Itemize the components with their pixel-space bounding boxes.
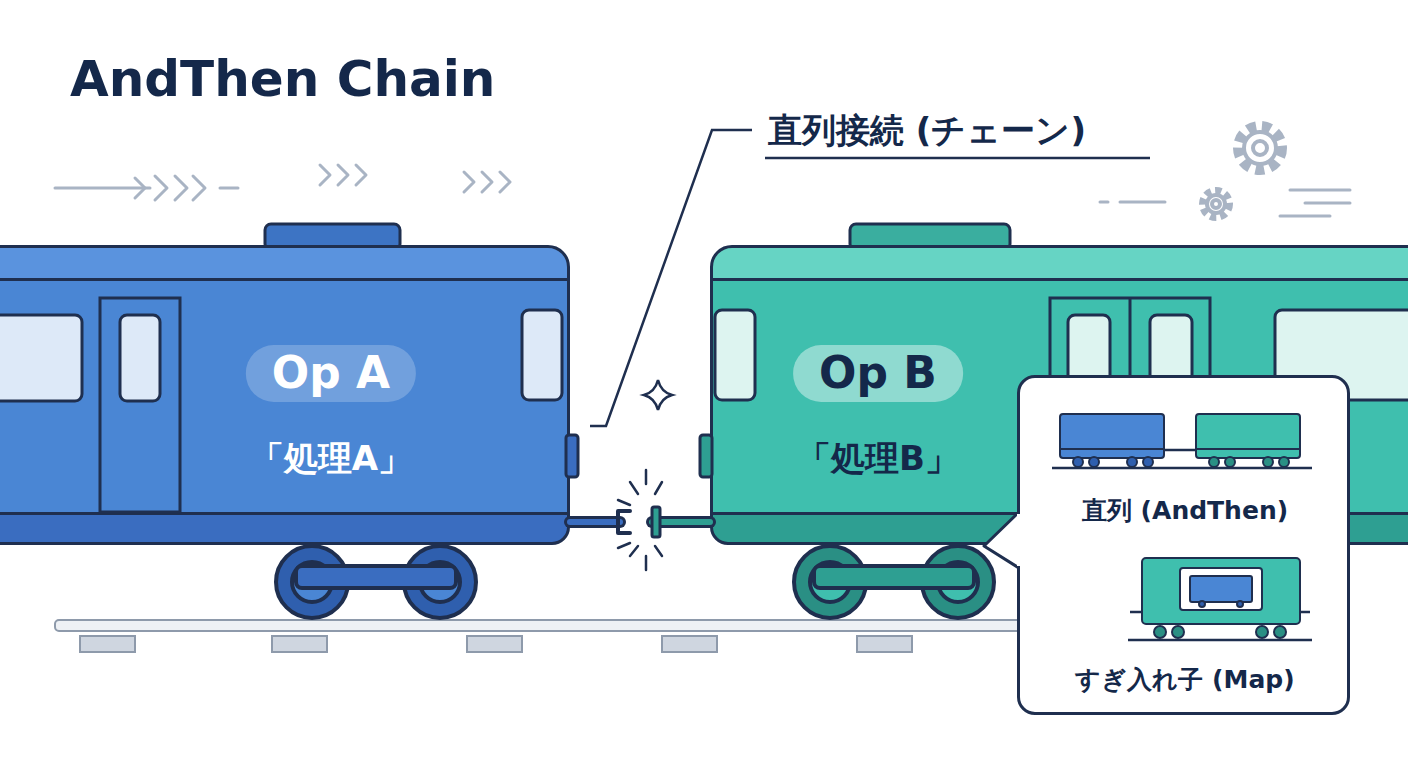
track (55, 620, 1030, 631)
speed-lines (1305, 202, 1350, 205)
coupler-head (652, 507, 660, 537)
wheels-a (404, 546, 476, 618)
gear-icons (1238, 126, 1282, 170)
speed-lines (1100, 201, 1108, 204)
motion-arrows (155, 176, 167, 200)
track (80, 636, 135, 652)
wheels-a (296, 566, 456, 588)
motion-arrows (338, 165, 348, 185)
track (272, 636, 327, 652)
leader-line (765, 157, 1150, 160)
motion-arrows (320, 165, 330, 185)
operation-label: 「処理A」 (250, 436, 412, 482)
gear-icons (1253, 141, 1267, 155)
operation-label: 「処理B」 (797, 436, 959, 482)
sparkles (655, 546, 662, 556)
gear-icons (1212, 200, 1220, 208)
sparkles (618, 380, 672, 570)
track (55, 620, 1030, 652)
sparkles (645, 556, 648, 570)
motion-arrows (135, 178, 145, 198)
coupler-arm (652, 519, 710, 525)
coupler-arm (570, 519, 620, 525)
motion-arrows (500, 172, 510, 192)
motion-arrows (464, 172, 474, 192)
operation-name: Op B (793, 345, 963, 402)
sparkles (630, 546, 638, 556)
train-car: Op A 「処理A」 (0, 245, 570, 545)
sparkles (618, 500, 630, 505)
wheels-a (276, 546, 348, 618)
operation-name: Op A (246, 345, 416, 402)
motion-arrows (356, 165, 366, 185)
sparkles (645, 470, 648, 484)
motion-arrows (193, 176, 205, 200)
coupler-arm (570, 516, 620, 528)
wheels-b (794, 546, 994, 618)
inset-panel: 直列 (AndThen) すぎ入れ子 (Map) (1017, 375, 1350, 715)
motion-arrows (175, 176, 187, 200)
wheels-a (276, 546, 476, 618)
motion-arrows (482, 172, 492, 192)
wheels-b (810, 562, 850, 602)
coupler-connector (570, 507, 710, 537)
motion-arrows (55, 187, 150, 190)
motion-arrows (220, 187, 238, 190)
gear-icons (1244, 132, 1276, 164)
track (467, 636, 522, 652)
inset-caption: すぎ入れ子 (Map) (1075, 663, 1294, 696)
wheels-a (420, 562, 460, 602)
speed-lines (1120, 201, 1165, 204)
gear-icons (1203, 191, 1229, 217)
diagram-title: AndThen Chain (70, 50, 495, 108)
speed-lines (1100, 190, 1350, 216)
wheels-a (292, 562, 332, 602)
track (857, 636, 912, 652)
sparkles (644, 380, 672, 410)
motion-arrows (55, 165, 510, 200)
speed-lines (1280, 215, 1330, 218)
coupler-arm (652, 516, 710, 528)
sparkles (655, 482, 662, 494)
wheels-b (922, 546, 994, 618)
sparkles (618, 543, 630, 548)
gear-icons (1203, 126, 1282, 217)
track (662, 636, 717, 652)
callout-label: 直列接続 (チェーン) (768, 108, 1086, 154)
inset-caption: 直列 (AndThen) (1082, 494, 1288, 527)
wheels-b (814, 566, 974, 588)
wheels-b (794, 546, 866, 618)
coupler-fork (618, 511, 630, 533)
speed-lines (1290, 189, 1350, 192)
sparkles (630, 482, 638, 494)
gear-icons (1207, 195, 1225, 213)
wheels-b (938, 562, 978, 602)
